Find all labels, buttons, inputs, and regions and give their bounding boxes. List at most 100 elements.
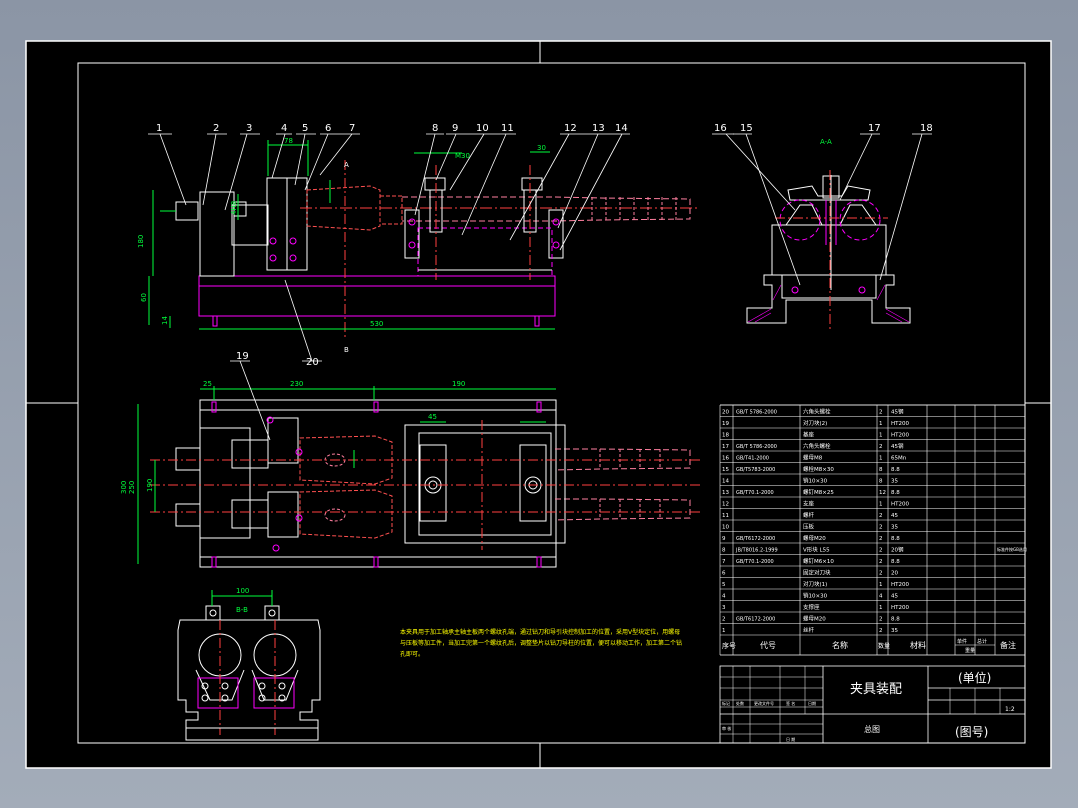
bom-row-qty: 2 — [879, 617, 883, 623]
balloon-1: 1 — [156, 123, 162, 134]
balloon-19: 19 — [236, 351, 249, 362]
bom-row-no: 5 — [722, 582, 726, 588]
bom-row-qty: 1 — [879, 502, 883, 508]
bom-row-name: 螺杆 — [803, 511, 815, 519]
bom-row-no: 11 — [722, 513, 729, 519]
unit-label: (单位) — [958, 670, 991, 685]
bom-row-no: 6 — [722, 571, 726, 577]
tb-count: 处数 — [736, 700, 744, 706]
bom-row-material: HT200 — [891, 582, 909, 588]
bom-row-material: 8.8 — [891, 467, 900, 473]
bom-row-name: 支座 — [803, 500, 815, 508]
balloon-11: 11 — [501, 123, 514, 134]
bom-row-qty: 8 — [879, 467, 883, 473]
zone-ticks — [26, 41, 1051, 768]
outer-frame — [25, 40, 1052, 769]
dim-530: 530 — [370, 320, 383, 328]
bom-row-no: 9 — [722, 536, 726, 542]
dimension-texts: 530 180 60 14 78 30 4H8 M30 25 230 190 4… — [120, 137, 832, 614]
balloon-17: 17 — [868, 123, 881, 134]
bom-header-material: 材料 — [910, 640, 926, 650]
bom-row-name: 销10×30 — [803, 592, 828, 600]
balloon-5: 5 — [302, 123, 308, 134]
bom-row-name: 对刀块(2) — [803, 419, 827, 427]
bom-row-name: 螺母M8 — [803, 454, 823, 462]
dim-30: 30 — [537, 144, 546, 152]
section-aa-view — [712, 133, 932, 330]
bom-row-code: GB/T6172-2000 — [736, 536, 775, 542]
balloon-12: 12 — [564, 123, 577, 134]
bom-row-code: GB/T41-2000 — [736, 456, 769, 462]
bom-row-name: 六角头螺栓 — [803, 442, 831, 450]
bom-row-name: 螺母M20 — [803, 534, 826, 542]
bom-row-material: 65Mn — [891, 456, 907, 462]
front-view — [148, 133, 700, 362]
title-block — [719, 665, 1026, 744]
balloon-6: 6 — [325, 123, 331, 134]
tb-change: 更改文件号 — [754, 700, 774, 706]
bom-row-material: 35 — [891, 479, 898, 485]
section-markers: A B — [344, 161, 349, 354]
bom-row-material: 45钢 — [891, 408, 904, 416]
bom-row-material: 45 — [891, 513, 898, 519]
scale-value: 1:2 — [1005, 706, 1015, 713]
bom-row-no: 15 — [722, 467, 729, 473]
tb-mark: 标记 — [722, 700, 730, 706]
bom-row-material: 45钢 — [891, 442, 904, 450]
bom-row-qty: 2 — [879, 548, 883, 554]
bom-row-qty: 1 — [879, 433, 883, 439]
bom-row-no: 19 — [722, 421, 729, 427]
dim-bb-100: 100 — [236, 587, 249, 595]
dim-45: 45 — [428, 413, 437, 421]
bom-row-no: 3 — [722, 605, 726, 611]
bom-row-name: 螺钉M8×25 — [803, 488, 834, 496]
bom-row-qty: 1 — [879, 605, 883, 611]
drawing-number: (图号) — [955, 725, 988, 739]
bom-row-qty: 2 — [879, 444, 883, 450]
bom-row-no: 16 — [722, 456, 729, 462]
bom-row-code: JB/T8016.2-1999 — [735, 548, 778, 554]
bom-row-no: 20 — [722, 410, 729, 416]
balloon-20: 20 — [306, 357, 319, 368]
bom-row-qty: 2 — [879, 410, 883, 416]
dim-190: 190 — [452, 380, 465, 388]
bom-row-code: GB/T 5786-2000 — [736, 410, 777, 416]
bom-row-name: 丝杆 — [803, 626, 815, 634]
title-block-texts: 夹具装配 (单位) (图号) 总图 1:2 标记 处数 更改文件号 签 名 日期… — [722, 670, 1015, 742]
bom-row-code: GB/T5783-2000 — [736, 467, 775, 473]
plan-view — [137, 360, 700, 568]
bom-row-material: 20钢 — [891, 546, 904, 554]
bom-row-qty: 1 — [879, 421, 883, 427]
balloon-2: 2 — [213, 123, 219, 134]
balloon-7: 7 — [349, 123, 355, 134]
bom-row-material: HT200 — [891, 433, 909, 439]
bom-row-qty: 2 — [879, 628, 883, 634]
bom-row-material: HT200 — [891, 605, 909, 611]
balloon-18: 18 — [920, 123, 933, 134]
balloon-13: 13 — [592, 123, 605, 134]
bom-row-code: GB/T70.1-2000 — [736, 559, 774, 565]
bom-row-qty: 8 — [879, 479, 883, 485]
balloon-8: 8 — [432, 123, 438, 134]
label-section-aa: A-A — [820, 138, 832, 146]
balloon-numbers: 1 2 3 4 5 6 7 8 9 10 11 12 13 14 15 16 1… — [156, 123, 933, 368]
bom-header-weight: 重量 — [965, 647, 975, 654]
technical-notes: 本夹具用于加工轴承主轴主板两个螺纹孔端，通过钻刀和导引块控制加工的位置，采用V型… — [400, 629, 682, 658]
bom-row-no: 17 — [722, 444, 729, 450]
bom-row-material: 8.8 — [891, 617, 900, 623]
tb-review: 审 核 — [722, 725, 731, 731]
bom-header-weight-single: 单件 — [957, 638, 967, 645]
balloon-15: 15 — [740, 123, 753, 134]
bom-remark: 标准件按GB选用 — [997, 546, 1027, 552]
drawing-title: 夹具装配 — [850, 682, 902, 697]
bom-row-qty: 1 — [879, 582, 883, 588]
dim-230: 230 — [290, 380, 303, 388]
bom-row-no: 2 — [722, 617, 726, 623]
bom-header-name: 名称 — [832, 640, 848, 650]
bom-row-qty: 2 — [879, 559, 883, 565]
label-section-bb: B-B — [236, 606, 248, 614]
dim-m30: M30 — [455, 152, 470, 160]
dim-180: 180 — [137, 235, 145, 248]
bom-row-name: 螺钉M6×10 — [803, 557, 834, 565]
